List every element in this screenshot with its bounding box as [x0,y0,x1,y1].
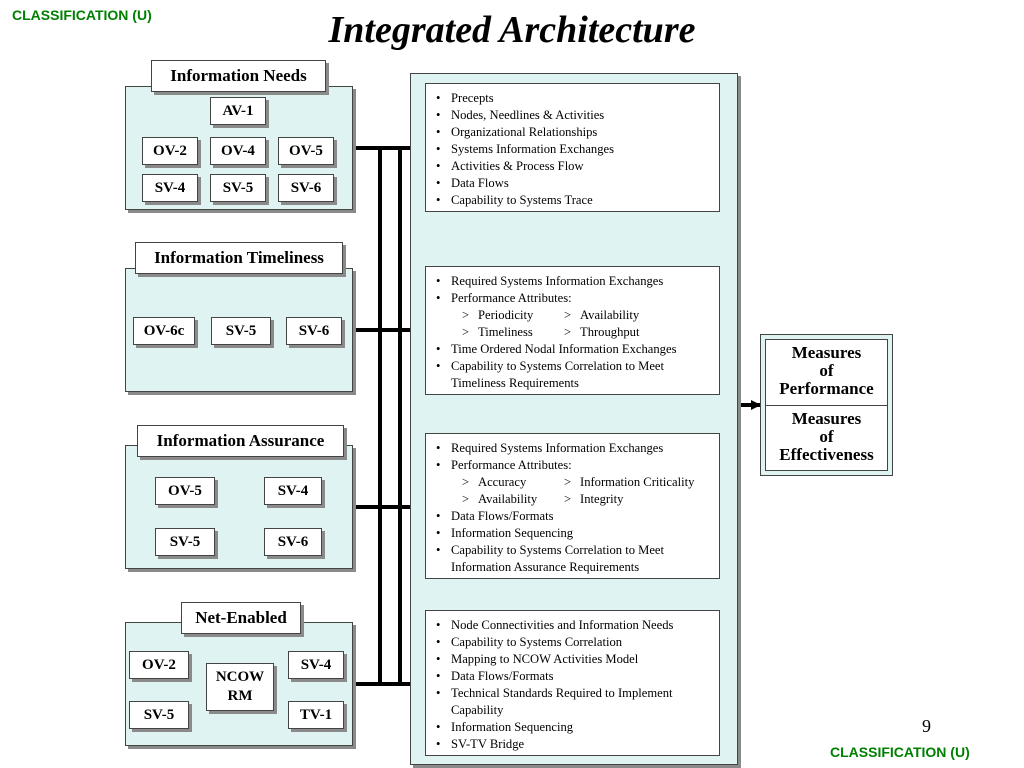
info-item: Mapping to NCOW Activities Model [436,651,715,668]
view-ov-2: OV-2 [142,137,198,165]
net-enabled-label: Net-Enabled [181,602,301,634]
info-item: Nodes, Needlines & Activities [436,107,715,124]
info-item: Organizational Relationships [436,124,715,141]
info-item-continuation: Timeliness Requirements [451,376,579,390]
attribute-row: PeriodicityAvailability [436,307,715,324]
timeliness-info-box: Required Systems Information Exchanges P… [425,266,720,395]
info-item: Time Ordered Nodal Information Exchanges [436,341,715,358]
view-sv-6: SV-6 [264,528,322,556]
view-sv-5: SV-5 [155,528,215,556]
view-ov-5: OV-5 [155,477,215,505]
info-item: Precepts [436,90,715,107]
view-sv-4: SV-4 [264,477,322,505]
attribute-row: AvailabilityIntegrity [436,491,715,508]
attribute: Integrity [564,491,666,508]
measures-line: Measures [791,343,862,362]
view-sv-4: SV-4 [142,174,198,202]
info-item: Performance Attributes: [436,290,715,307]
view-ov-5: OV-5 [278,137,334,165]
attribute: Periodicity [462,307,564,324]
info-item: Capability to Systems Trace [436,192,715,209]
info-item: Required Systems Information Exchanges [436,440,715,457]
info-item: Data Flows/Formats [436,508,715,525]
assurance-info-box: Required Systems Information Exchanges P… [425,433,720,579]
page-title: Integrated Architecture [328,9,696,51]
information-needs-label: Information Needs [151,60,326,92]
view-tv-1: TV-1 [288,701,344,729]
view-ov-6c: OV-6c [133,317,195,345]
info-item: Information Sequencing [436,525,715,542]
attribute: Information Criticality [564,474,714,491]
information-assurance-label: Information Assurance [137,425,344,457]
measures-line: Performance [779,379,874,398]
attribute: Availability [564,307,666,324]
needs-info-box: Precepts Nodes, Needlines & Activities O… [425,83,720,212]
view-sv-4: SV-4 [288,651,344,679]
measures-of-performance: Measures of Performance [765,339,888,406]
information-timeliness-label: Information Timeliness [135,242,343,274]
info-item: Data Flows [436,175,715,192]
attribute: Throughput [564,324,666,341]
attribute: Timeliness [462,324,564,341]
info-item: Activities & Process Flow [436,158,715,175]
info-item: SV-TV Bridge [436,736,715,753]
info-item: Performance Attributes: [436,457,715,474]
attribute-row: TimelinessThroughput [436,324,715,341]
info-item: Information Sequencing [436,719,715,736]
view-ov-2: OV-2 [129,651,189,679]
view-sv-5: SV-5 [210,174,266,202]
measures-line: Effectiveness [779,445,874,464]
measures-line: of [819,361,834,380]
attribute-row: AccuracyInformation Criticality [436,474,715,491]
view-ncow-rm: NCOW RM [206,663,274,711]
measures-line: of [819,427,834,446]
attribute: Accuracy [462,474,564,491]
info-item: Node Connectivities and Information Need… [436,617,715,634]
classification-bottom: CLASSIFICATION (U) [830,744,970,760]
view-ov-4: OV-4 [210,137,266,165]
measures-panel: Measures of Performance Measures of Effe… [760,334,893,476]
classification-top: CLASSIFICATION (U) [12,7,152,23]
info-item: Systems Information Exchanges [436,141,715,158]
view-sv-6: SV-6 [278,174,334,202]
view-av-1: AV-1 [210,97,266,125]
view-sv-5: SV-5 [129,701,189,729]
info-item: Capability to Systems Correlation [436,634,715,651]
info-item-continuation: Information Assurance Requirements [451,560,640,574]
view-sv-6: SV-6 [286,317,342,345]
info-item: Capability to Systems Correlation to Mee… [436,542,715,559]
measures-of-effectiveness: Measures of Effectiveness [765,405,888,471]
info-item: Data Flows/Formats [436,668,715,685]
attribute: Availability [462,491,564,508]
page-number: 9 [922,716,931,736]
info-item: Required Systems Information Exchanges [436,273,715,290]
view-sv-5: SV-5 [211,317,271,345]
info-item: Capability to Systems Correlation to Mee… [436,358,715,375]
info-item: Technical Standards Required to Implemen… [436,685,715,702]
measures-line: Measures [791,409,862,428]
info-item-continuation: Capability [451,703,504,717]
net-enabled-info-box: Node Connectivities and Information Need… [425,610,720,756]
